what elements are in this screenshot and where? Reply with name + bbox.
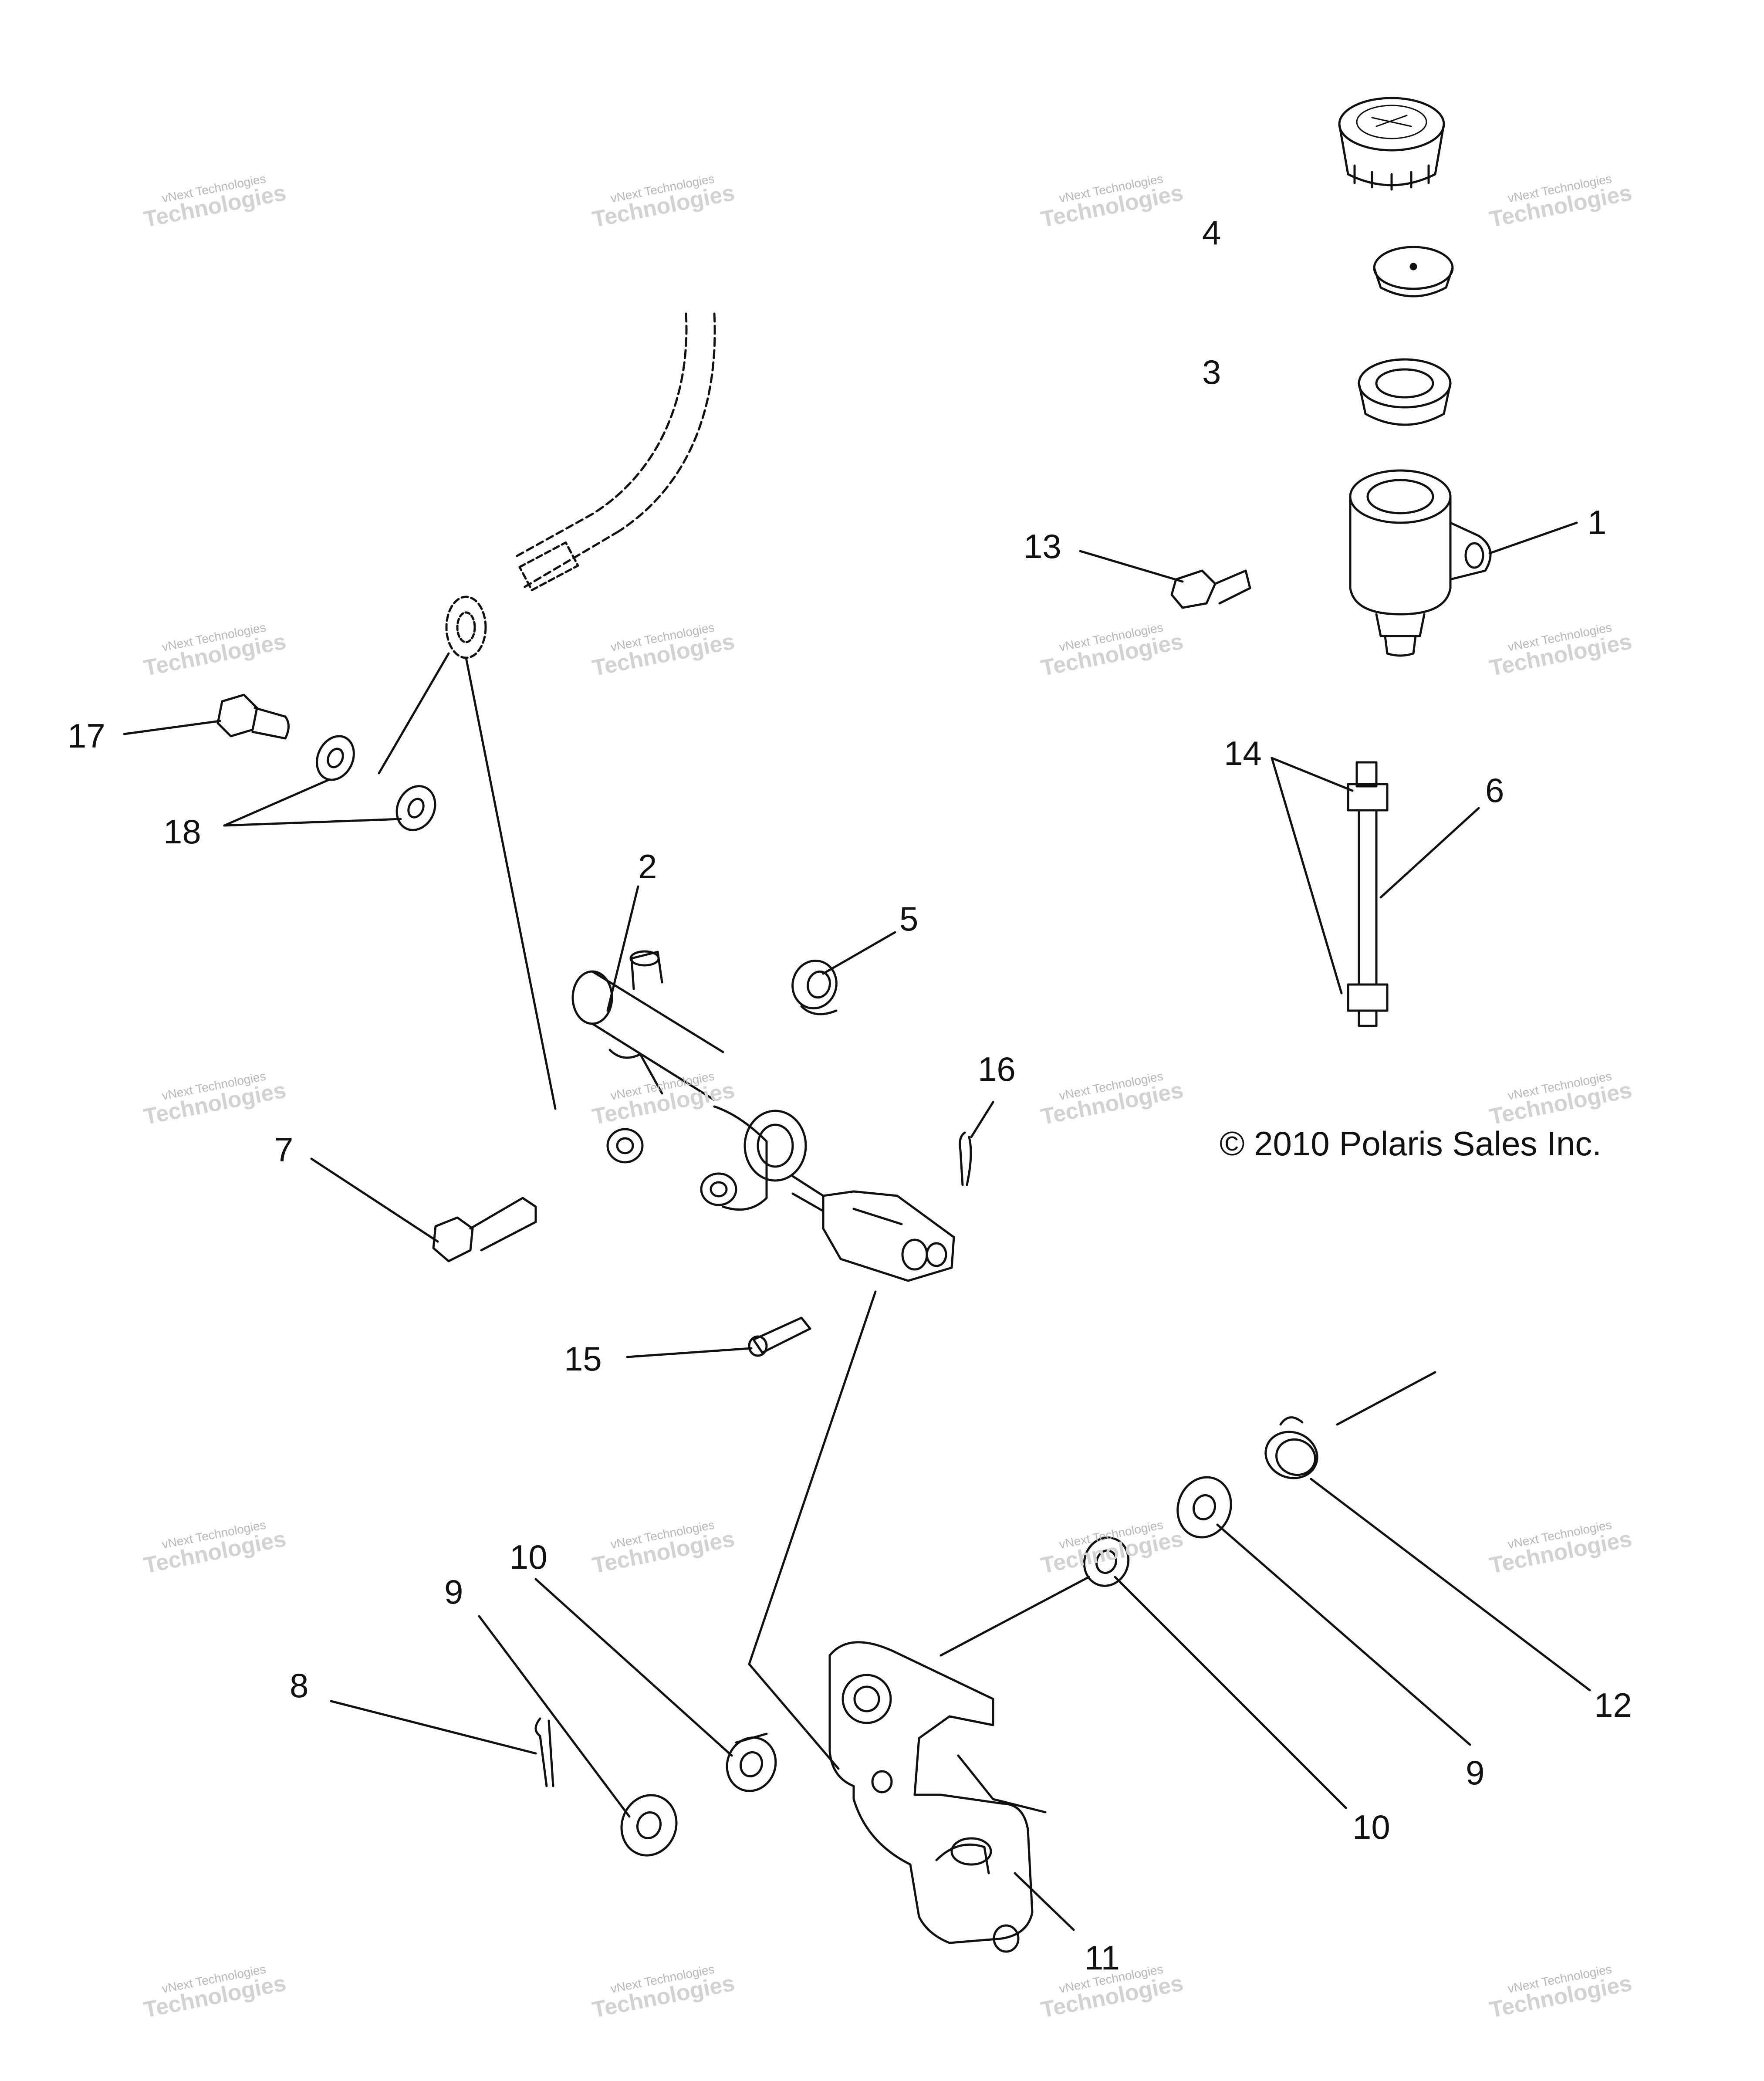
leader-9b [1216,1523,1471,1746]
leader-12 [1310,1478,1591,1692]
leader-11 [1014,1872,1075,1931]
callout-10-left: 10 [510,1538,547,1576]
leader-16 [970,1101,994,1138]
leader-10a [534,1578,733,1757]
callout-14: 14 [1224,734,1262,772]
leader-1 [1488,521,1578,555]
reservoir-hose [1347,761,1389,1027]
leader-10b [1114,1576,1347,1809]
leader-8 [330,1700,537,1755]
grommet [791,959,838,1015]
reservoir [1349,469,1492,657]
leader-2 [606,885,639,1012]
leader-14b [1271,757,1343,995]
leader-15 [626,1347,753,1358]
pedal-link-line-b [748,1663,840,1770]
callout-18: 18 [163,812,201,851]
brake-pedal [828,1641,1047,1953]
leader-7 [310,1157,439,1243]
leader-17 [123,720,221,735]
leader-18a [223,778,330,827]
callout-17: 17 [68,717,105,755]
callout-6: 6 [1485,771,1504,809]
pivot-bolt [432,1197,537,1262]
leader-13 [1079,550,1184,583]
callout-15: 15 [564,1340,602,1378]
bushing-right [1083,1536,1130,1587]
sealing-washers [316,735,436,831]
bushing-left [726,1732,777,1792]
cotter-pin-lower [534,1717,554,1787]
callout-16: 16 [978,1050,1016,1088]
callout-10-right: 10 [1352,1808,1390,1846]
callout-1: 1 [1588,503,1607,541]
brake-hose [378,312,716,1110]
flat-washer-right [1176,1476,1232,1539]
cotter-pin [959,1131,972,1186]
banjo-bolt [216,694,290,740]
diaphragm [1358,358,1452,426]
return-spring [1264,1416,1318,1479]
leader-6 [1379,807,1480,899]
clevis-pin [748,1316,811,1357]
screw [1170,569,1251,609]
pedal-axis-line [939,1576,1090,1657]
leader-18b [223,818,402,827]
callout-2: 2 [638,847,657,886]
spring-axis-line [1336,1371,1436,1426]
copyright-notice: © 2010 Polaris Sales Inc. [1220,1124,1602,1163]
leader-9a [478,1615,631,1818]
callout-5: 5 [899,900,919,938]
callout-11: 11 [1085,1939,1120,1977]
pedal-link-line-a [748,1290,877,1665]
flat-washer-left [620,1794,678,1857]
reservoir-cap [1338,97,1445,191]
callout-4: 4 [1202,213,1221,252]
callout-8: 8 [290,1666,309,1705]
clevis [822,1190,955,1282]
callout-3: 3 [1202,353,1221,391]
callout-9-left: 9 [444,1573,463,1611]
diaphragm-plate [1373,246,1454,298]
callout-12: 12 [1594,1686,1632,1724]
leader-5 [822,931,896,975]
callout-9-right: 9 [1466,1753,1485,1792]
callout-7: 7 [274,1130,294,1169]
callout-13: 13 [1024,527,1061,565]
leader-14a [1271,757,1354,792]
